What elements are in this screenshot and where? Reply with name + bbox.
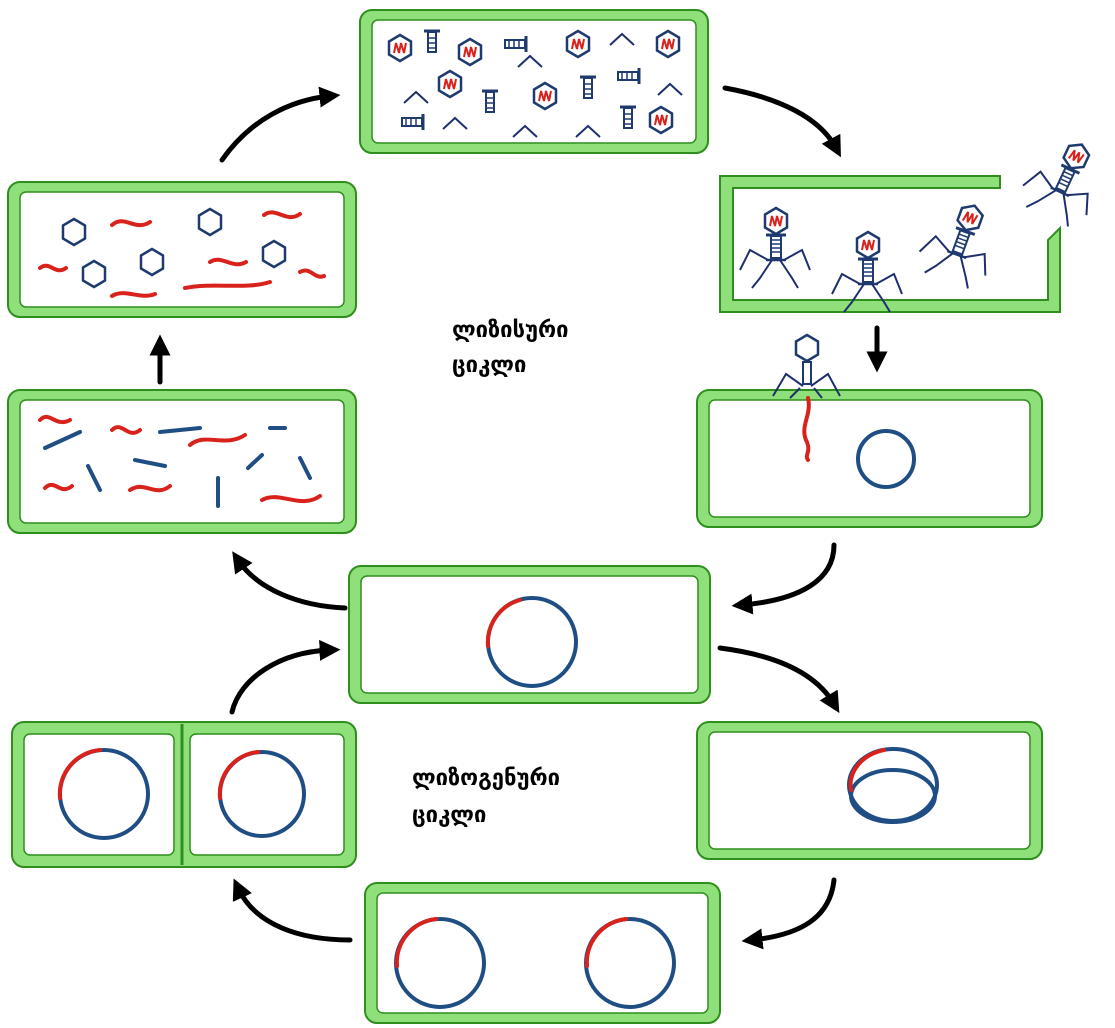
arrow-to-division [741, 877, 837, 950]
lysogenic-label-line-1: ლიზოგენური [412, 766, 560, 791]
arrow-back-to-prophage [229, 639, 341, 715]
cell-infection [696, 333, 1043, 528]
cell-lysis [719, 129, 1113, 313]
cell-synthesis [7, 181, 357, 318]
cell-assembly [359, 9, 709, 154]
lytic-label-line-1: ლიზისური [452, 318, 569, 343]
arrow-to-prophage [731, 542, 837, 615]
cell-division [364, 882, 721, 1024]
cell-prophage-replication [696, 721, 1043, 860]
cell-prophage [348, 565, 711, 704]
cell-replication [7, 389, 357, 534]
lytic-label-line-2: ციკლი [452, 353, 526, 378]
lysogenic-cycle-label: ლიზოგენური ციკლი [412, 766, 568, 828]
cell-daughters [11, 721, 357, 868]
arrow-to-daughters [232, 878, 353, 943]
arrow-to-assembly [219, 86, 341, 163]
arrow-to-prophage-replication [717, 645, 840, 714]
lysogenic-label-line-2: ციკლი [412, 803, 486, 828]
arrow-to-lysis [722, 85, 841, 158]
lytic-cycle-label: ლიზისური ციკლი [452, 318, 576, 378]
arrow-to-replication [232, 551, 348, 611]
cycle-arrows [149, 85, 888, 950]
